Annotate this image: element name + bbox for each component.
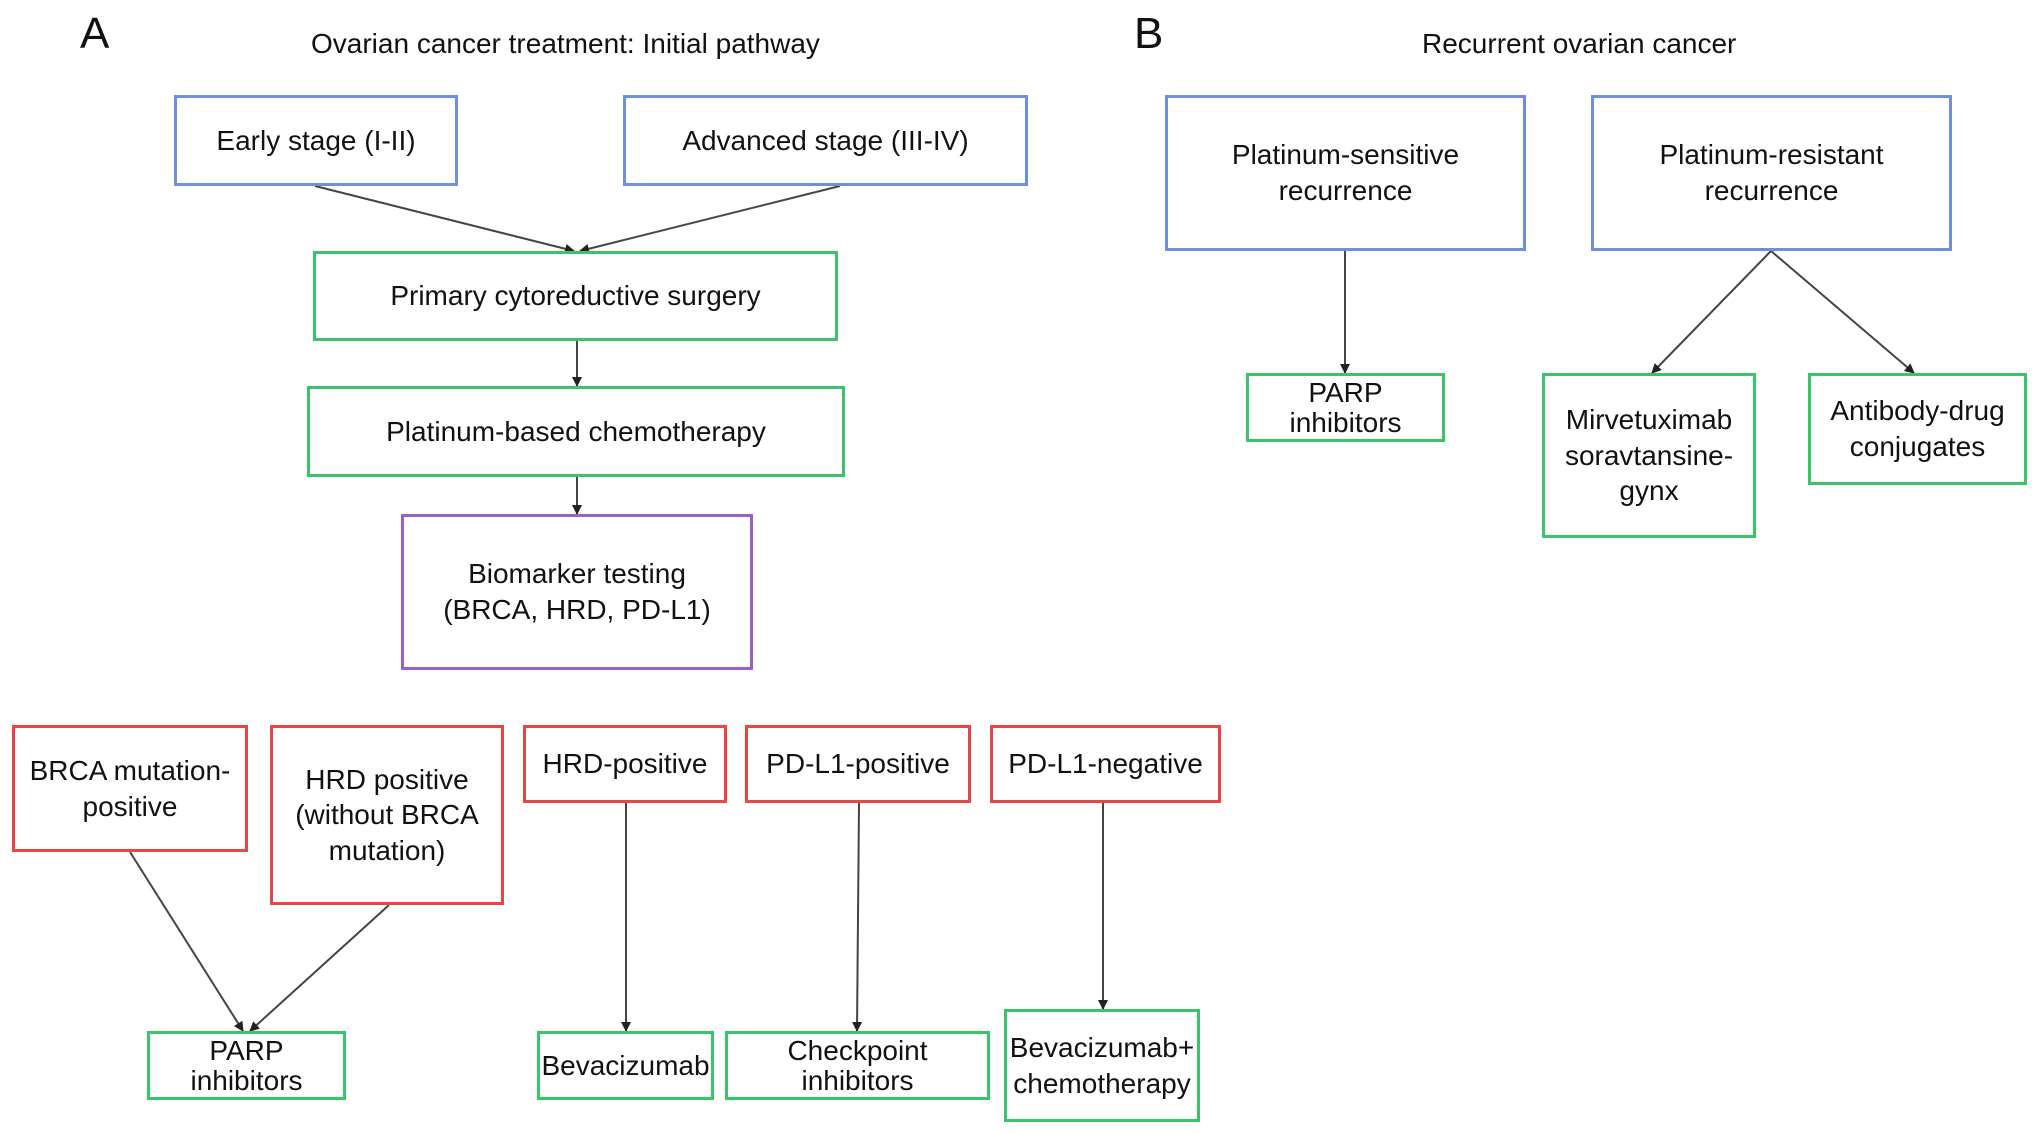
node-platinum-resistant-label: Platinum-resistant recurrence [1659,139,1884,206]
arrow-early-to-surgery [314,185,575,254]
arrow-resistant-to-adc [1770,250,1915,374]
panel-b-letter: B [1134,9,1164,58]
node-hrd-positive: HRD-positive [523,725,727,803]
node-checkpoint-inhibitors: Checkpoint inhibitors [725,1031,990,1100]
node-advanced-stage-label: Advanced stage (III-IV) [682,124,969,156]
node-hrd-positive-no-brca: HRD positive (without BRCA mutation) [270,725,504,905]
node-parp-inhibitors-b: PARP inhibitors [1246,373,1445,442]
panel-b-title: Recurrent ovarian cancer [1422,28,1737,59]
node-bevacizumab-chemo: Bevacizumab+ chemotherapy [1004,1009,1200,1122]
arrow-resistant-to-mirvetuximab [1651,250,1772,374]
node-advanced-stage: Advanced stage (III-IV) [623,95,1028,186]
node-primary-surgery-label: Primary cytoreductive surgery [390,280,761,312]
node-brca-positive-label: BRCA mutation- positive [29,754,231,822]
arrow-hrd-nobrca-to-parp [249,904,390,1032]
arrow-brca-to-parp [129,851,244,1032]
arrow-pdl1pos-to-checkpoint [852,802,863,1032]
node-pdl1-positive: PD-L1-positive [745,725,971,803]
node-hrd-positive-no-brca-label: HRD positive (without BRCA mutation) [295,763,479,866]
node-platinum-sensitive: Platinum-sensitive recurrence [1165,95,1526,251]
node-checkpoint-inhibitors-label: Checkpoint inhibitors [787,1035,928,1096]
node-bevacizumab: Bevacizumab [537,1031,714,1100]
node-biomarker-testing: Biomarker testing (BRCA, HRD, PD-L1) [401,514,753,670]
arrow-advanced-to-surgery [579,185,841,254]
panel-a-letter: A [80,9,110,58]
node-pdl1-negative: PD-L1-negative [990,725,1221,803]
node-mirvetuximab-label: Mirvetuximab soravtansine- gynx [1564,404,1734,507]
node-bevacizumab-label: Bevacizumab [541,1049,710,1081]
node-antibody-drug-conjugates-label: Antibody-drug conjugates [1830,395,2005,462]
node-platinum-chemo-label: Platinum-based chemotherapy [386,415,766,447]
node-parp-inhibitors-a: PARP inhibitors [147,1031,346,1100]
node-early-stage-label: Early stage (I-II) [216,124,416,156]
node-pdl1-negative-label: PD-L1-negative [1008,748,1203,780]
node-early-stage: Early stage (I-II) [174,95,458,186]
node-brca-positive: BRCA mutation- positive [12,725,248,852]
node-biomarker-testing-label: Biomarker testing (BRCA, HRD, PD-L1) [443,558,711,625]
node-bevacizumab-chemo-label: Bevacizumab+ chemotherapy [1009,1031,1195,1099]
node-parp-inhibitors-b-label: PARP inhibitors [1289,377,1402,438]
node-hrd-positive-label: HRD-positive [542,748,708,780]
node-mirvetuximab: Mirvetuximab soravtansine- gynx [1542,373,1756,538]
node-antibody-drug-conjugates: Antibody-drug conjugates [1808,373,2027,485]
node-parp-inhibitors-a-label: PARP inhibitors [190,1035,303,1096]
panel-a-title: Ovarian cancer treatment: Initial pathwa… [311,28,820,59]
node-platinum-resistant: Platinum-resistant recurrence [1591,95,1952,251]
node-platinum-chemo: Platinum-based chemotherapy [307,386,845,477]
node-primary-surgery: Primary cytoreductive surgery [313,251,838,341]
node-pdl1-positive-label: PD-L1-positive [766,748,950,780]
node-platinum-sensitive-label: Platinum-sensitive recurrence [1231,139,1460,206]
